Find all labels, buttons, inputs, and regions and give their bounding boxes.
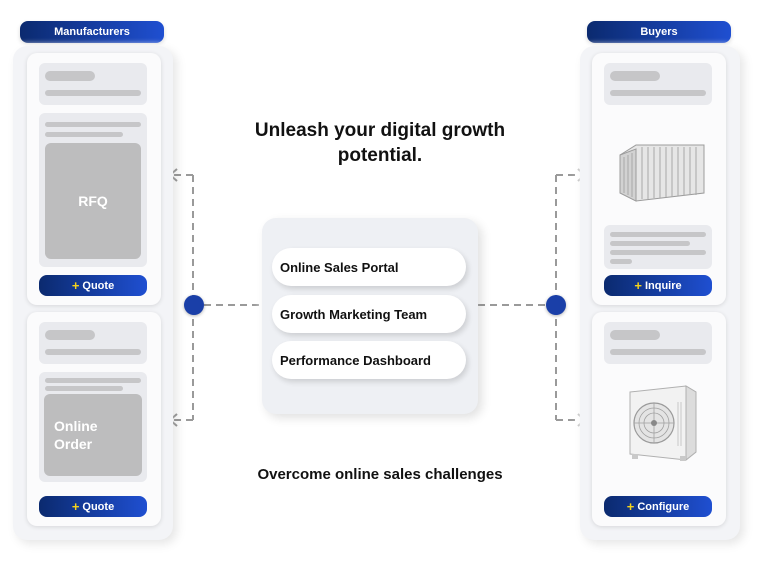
service-label: Growth Marketing Team	[280, 306, 428, 322]
card-text-placeholder	[604, 225, 712, 269]
quote-button-rfq[interactable]: + Quote	[39, 275, 147, 296]
configure-button[interactable]: + Configure	[604, 496, 712, 517]
manufacturer-card-rfq: RFQ + Quote	[27, 53, 161, 305]
placeholder-bar	[45, 330, 95, 340]
subline: Overcome online sales challenges	[257, 466, 503, 483]
placeholder-bar	[610, 241, 690, 246]
placeholder-bar	[45, 386, 123, 391]
inquire-button[interactable]: + Inquire	[604, 275, 712, 296]
rfq-block: RFQ	[45, 143, 141, 259]
placeholder-bar	[45, 71, 95, 81]
plus-icon: +	[626, 499, 635, 514]
configure-button-label: Configure	[637, 500, 690, 513]
service-online-sales-portal: Online Sales Portal	[272, 248, 466, 286]
service-growth-marketing-team: Growth Marketing Team	[272, 295, 466, 333]
plus-icon: +	[634, 278, 642, 293]
service-label: Performance Dashboard	[280, 352, 431, 368]
card-content-placeholder: RFQ	[39, 113, 147, 267]
placeholder-bar	[610, 349, 706, 355]
air-conditioner-unit-icon	[629, 385, 697, 462]
rfq-label: RFQ	[78, 193, 108, 209]
buyer-card-air-conditioner: + Configure	[592, 312, 726, 526]
placeholder-bar	[610, 232, 706, 237]
placeholder-bar	[610, 90, 706, 96]
card-header-placeholder	[604, 63, 712, 105]
placeholder-bar	[610, 71, 660, 81]
online-order-block: Online Order	[44, 394, 142, 476]
placeholder-bar	[45, 90, 141, 96]
service-performance-dashboard: Performance Dashboard	[272, 341, 466, 379]
online-order-label: Online Order	[54, 418, 98, 452]
services-panel: Online Sales Portal Growth Marketing Tea…	[262, 218, 478, 414]
card-content-placeholder: Online Order	[39, 372, 147, 482]
placeholder-bar	[610, 250, 706, 255]
placeholder-bar	[610, 330, 660, 340]
left-connector-node	[184, 295, 204, 315]
buyer-card-container: + Inquire	[592, 53, 726, 305]
shipping-container-icon	[619, 144, 705, 202]
plus-icon: +	[71, 499, 80, 514]
quote-button-label: Quote	[82, 500, 115, 513]
headline: Unleash your digital growth potential.	[254, 120, 506, 166]
placeholder-bar	[45, 122, 141, 127]
card-header-placeholder	[39, 322, 147, 364]
placeholder-bar	[45, 378, 141, 383]
placeholder-bar	[45, 349, 141, 355]
buyers-header: Buyers	[587, 21, 731, 43]
service-label: Online Sales Portal	[280, 259, 399, 275]
manufacturers-header: Manufacturers	[20, 21, 164, 43]
placeholder-bar	[45, 132, 123, 137]
quote-button-label: Quote	[82, 279, 115, 292]
card-header-placeholder	[604, 322, 712, 364]
card-header-placeholder	[39, 63, 147, 105]
placeholder-bar	[610, 259, 632, 264]
quote-button-online-order[interactable]: + Quote	[39, 496, 147, 517]
manufacturer-card-online-order: Online Order + Quote	[27, 312, 161, 526]
right-connector-node	[546, 295, 566, 315]
plus-icon: +	[71, 278, 80, 293]
inquire-button-label: Inquire	[644, 279, 682, 292]
